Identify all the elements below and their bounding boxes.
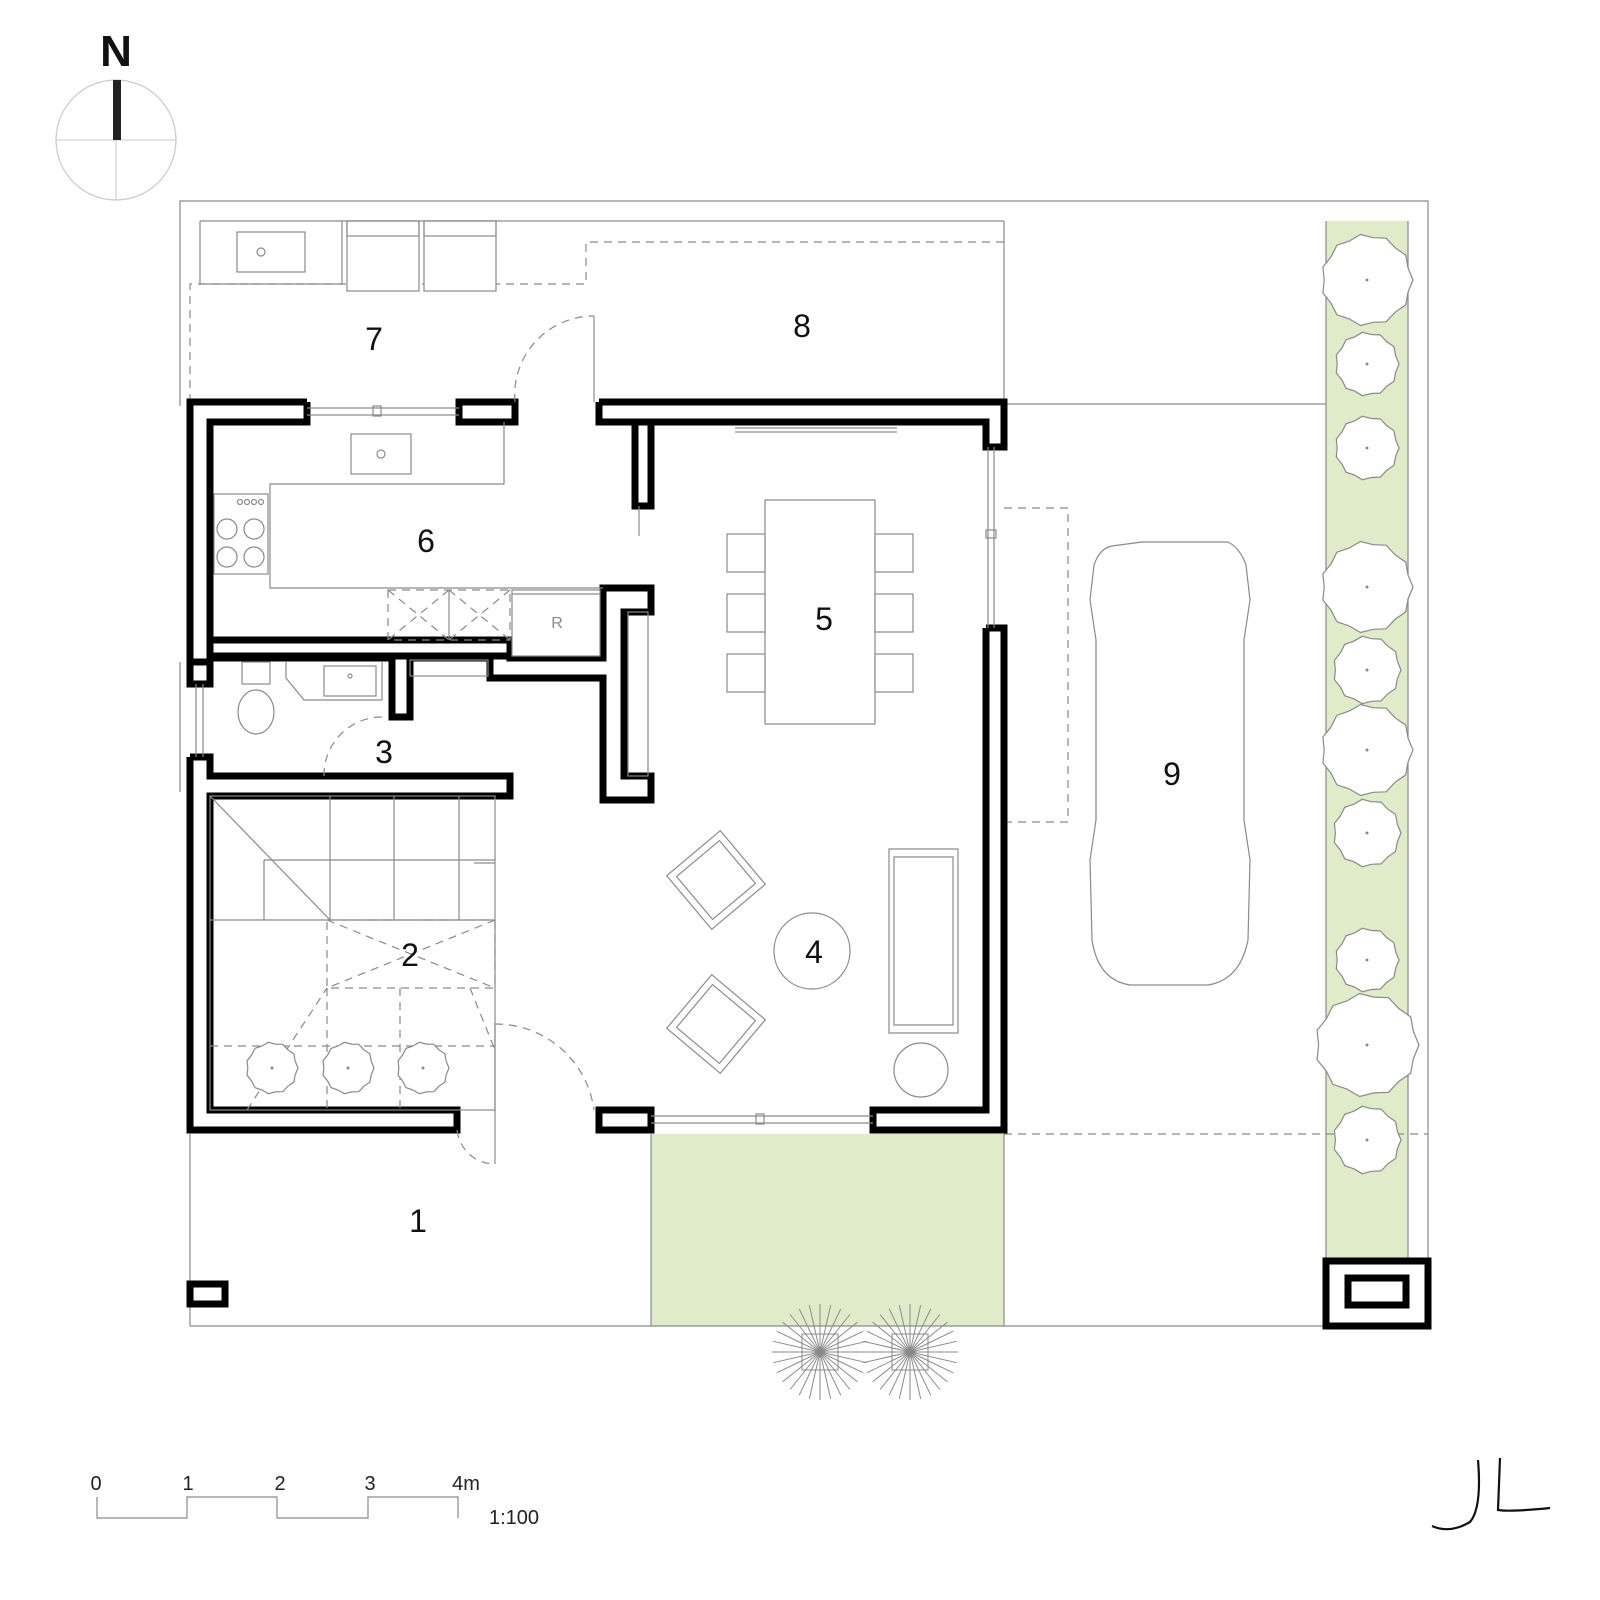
scale-tick-1: 1	[182, 1473, 193, 1495]
bathroom-fixtures	[237, 659, 489, 735]
room-label-6: 6	[417, 523, 435, 559]
side-tree-4	[1322, 540, 1414, 634]
scale-tick-4: 4m	[452, 1473, 480, 1495]
stair-rail	[627, 611, 649, 777]
stair-plant-3	[397, 1041, 450, 1095]
room-label-9: 9	[1163, 756, 1181, 792]
windows	[195, 405, 997, 1125]
room-label-4: 4	[805, 934, 823, 970]
side-tree-7	[1333, 798, 1402, 868]
side-tree-9	[1316, 992, 1420, 1098]
north-label: N	[100, 27, 132, 76]
dining-set	[726, 499, 914, 725]
room-label-7: 7	[365, 321, 383, 357]
scale-ratio: 1:100	[489, 1507, 539, 1529]
living-set	[665, 829, 959, 1098]
side-tree-5	[1333, 635, 1402, 705]
side-tree-1	[1322, 233, 1414, 327]
car-outline	[1089, 541, 1251, 986]
room-label-5: 5	[815, 601, 833, 637]
kitchen-fixtures	[213, 422, 603, 657]
tree-symbols	[246, 233, 1420, 1175]
front-garden	[651, 1134, 1004, 1326]
shrub-2	[862, 1304, 958, 1400]
side-tree-10	[1333, 1105, 1402, 1175]
signature-jl	[1431, 1457, 1551, 1531]
side-tree-6	[1322, 703, 1414, 797]
outdoor-counter	[200, 220, 497, 292]
room-label-3: 3	[375, 734, 393, 770]
stair-plant-2	[322, 1041, 375, 1095]
shrub-1	[772, 1304, 868, 1400]
room-label-8: 8	[793, 308, 811, 344]
room-label-1: 1	[409, 1203, 427, 1239]
scale-tick-3: 3	[364, 1473, 375, 1495]
side-tree-2	[1335, 331, 1400, 397]
front-shrubs	[772, 1304, 958, 1400]
stair-treads-small	[409, 659, 489, 677]
side-tree-3	[1335, 415, 1400, 481]
room-label-2: 2	[401, 937, 419, 973]
stair-plant-1	[246, 1041, 299, 1095]
scale-tick-0: 0	[90, 1473, 101, 1495]
room-labels: 1 2 3 4 5 6 7 8 9	[365, 308, 1181, 1239]
scale-bar: 0 1 2 3 4m 1:100	[90, 1473, 539, 1529]
scale-tick-2: 2	[274, 1473, 285, 1495]
refrigerator-label: R	[551, 615, 563, 632]
side-tree-8	[1335, 927, 1400, 993]
north-arrow: N	[55, 27, 177, 201]
